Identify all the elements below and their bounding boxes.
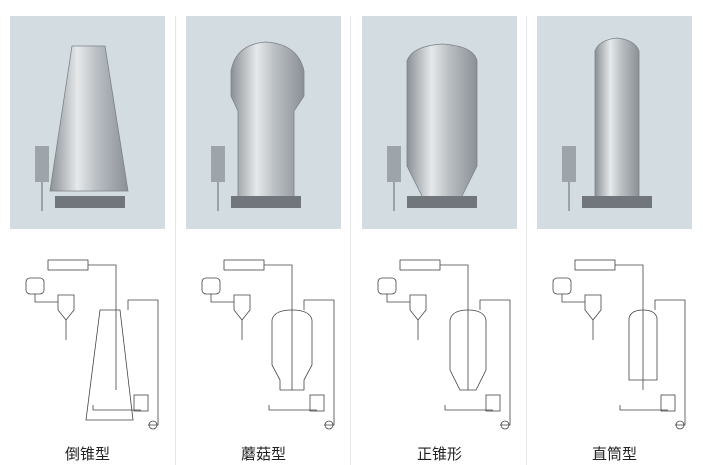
condenser: [47, 259, 89, 271]
tank-schematic: [271, 309, 313, 391]
divider: [175, 16, 176, 465]
pump: [500, 420, 510, 430]
product-card-cone[interactable]: 正锥形: [352, 0, 527, 465]
tank-body: [49, 45, 129, 192]
process-diagram: [184, 240, 344, 440]
cooler: [377, 277, 397, 295]
product-photo: [186, 16, 341, 229]
side-tank: [387, 146, 401, 182]
tank-schematic: [628, 309, 658, 381]
side-tank: [562, 146, 576, 182]
tank-schematic: [449, 309, 487, 391]
tank-body: [594, 37, 640, 202]
separator: [584, 294, 602, 321]
product-photo: [10, 16, 165, 229]
product-card-inverted-cone[interactable]: 倒锥型: [0, 0, 175, 465]
separator: [57, 294, 75, 321]
filter: [485, 394, 501, 412]
side-tank: [211, 146, 225, 182]
product-label: 蘑菇型: [240, 445, 286, 463]
cooler: [552, 277, 572, 295]
tank-body: [230, 41, 305, 202]
pump: [324, 420, 334, 430]
side-tank: [35, 146, 49, 182]
tank-body: [406, 43, 478, 207]
tank-base: [55, 196, 125, 208]
product-photo: [362, 16, 517, 229]
product-photo: [537, 16, 692, 229]
tank-base: [231, 196, 301, 208]
tank-base: [582, 196, 652, 208]
tank-schematic: [85, 309, 134, 421]
process-diagram: [535, 240, 695, 440]
filter: [660, 394, 676, 412]
cooler: [25, 277, 45, 295]
cooler: [201, 277, 221, 295]
divider: [350, 16, 351, 465]
pump: [148, 420, 158, 430]
filter: [309, 394, 325, 412]
separator: [233, 294, 251, 321]
condenser: [574, 259, 616, 271]
condenser: [223, 259, 265, 271]
tank-base: [407, 196, 477, 208]
product-card-straight[interactable]: 直筒型: [527, 0, 702, 465]
process-diagram: [8, 240, 168, 440]
divider: [526, 16, 527, 465]
process-diagram: [360, 240, 520, 440]
product-label: 倒锥型: [64, 445, 110, 463]
condenser: [399, 259, 441, 271]
filter: [133, 394, 149, 412]
product-label: 直筒型: [591, 445, 637, 463]
separator: [409, 294, 427, 321]
pump: [675, 420, 685, 430]
product-label: 正锥形: [416, 445, 462, 463]
product-card-mushroom[interactable]: 蘑菇型: [176, 0, 351, 465]
